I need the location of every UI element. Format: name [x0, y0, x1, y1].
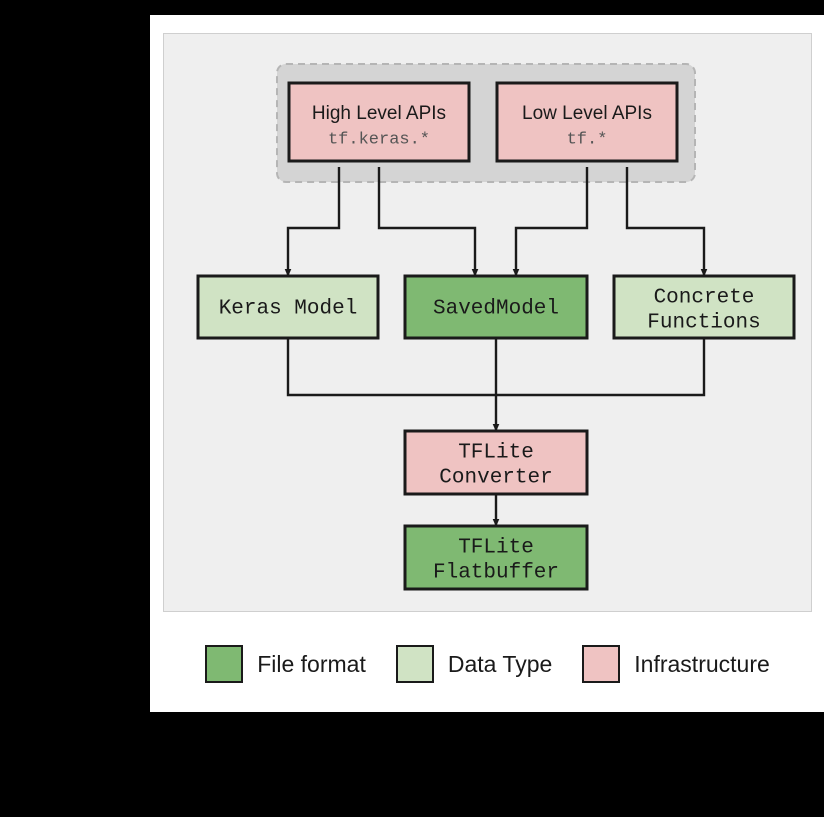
- node-concrete-functions-label: Concrete: [654, 287, 755, 310]
- node-tflite-flatbuffer-label2: Flatbuffer: [433, 562, 559, 585]
- edge-concrete-functions-to-tflite-converter: [496, 338, 706, 397]
- edge-low-level-apis-to-concrete-functions: [625, 167, 708, 277]
- node-keras-model-box: [196, 274, 380, 340]
- node-tflite-converter[interactable]: TFLite Converter: [403, 429, 589, 496]
- node-tflite-converter-label2: Converter: [439, 467, 552, 490]
- node-tflite-flatbuffer-box: [403, 524, 589, 591]
- node-concrete-functions-box: [612, 274, 796, 340]
- edge-high-level-apis-to-saved-model: [377, 167, 479, 277]
- legend-label-infrastructure: Infrastructure: [634, 650, 770, 677]
- legend-item-infrastructure[interactable]: Infrastructure: [582, 645, 770, 683]
- node-high-level-apis-box: [287, 81, 471, 163]
- edge-high-level-apis-to-keras-model: [284, 167, 341, 277]
- flow-diagram: High Level APIs tf.keras.* Low Level API…: [196, 63, 796, 591]
- legend-swatch-file-format: [205, 645, 244, 683]
- edge-low-level-apis-to-saved-model: [512, 167, 589, 277]
- node-low-level-apis-box: [495, 81, 679, 163]
- node-tflite-converter-label: TFLite: [458, 442, 534, 465]
- node-low-level-apis[interactable]: Low Level APIs tf.*: [495, 81, 679, 163]
- diagram-panel: High Level APIs tf.keras.* Low Level API…: [163, 33, 812, 612]
- node-concrete-functions[interactable]: Concrete Functions: [612, 274, 796, 340]
- legend-item-data-type[interactable]: Data Type: [395, 645, 582, 683]
- legend-swatch-data-type: [395, 645, 434, 683]
- diagram-page: High Level APIs tf.keras.* Low Level API…: [150, 15, 824, 712]
- edge-keras-model-to-tflite-converter: [286, 338, 496, 397]
- node-keras-model-label: Keras Model: [219, 298, 358, 321]
- node-low-level-apis-sublabel: tf.*: [567, 130, 608, 149]
- node-saved-model[interactable]: SavedModel: [403, 274, 589, 340]
- node-saved-model-label: SavedModel: [433, 298, 559, 321]
- node-keras-model[interactable]: Keras Model: [196, 274, 380, 340]
- node-high-level-apis-label: High Level APIs: [312, 103, 446, 124]
- node-high-level-apis-sublabel: tf.keras.*: [328, 130, 430, 149]
- node-concrete-functions-label2: Functions: [647, 312, 760, 335]
- node-saved-model-box: [403, 274, 589, 340]
- legend-label-data-type: Data Type: [447, 650, 553, 677]
- node-tflite-converter-box: [403, 429, 589, 496]
- legend-item-file-format[interactable]: File format: [205, 645, 396, 683]
- legend-label-file-format: File format: [257, 650, 366, 677]
- node-tflite-flatbuffer[interactable]: TFLite Flatbuffer: [403, 524, 589, 591]
- node-high-level-apis[interactable]: High Level APIs tf.keras.*: [287, 81, 471, 163]
- node-low-level-apis-label: Low Level APIs: [522, 103, 652, 124]
- legend: File format Data Type Infrastructure: [163, 629, 812, 699]
- legend-swatch-infrastructure: [582, 645, 621, 683]
- node-tflite-flatbuffer-label: TFLite: [458, 537, 534, 560]
